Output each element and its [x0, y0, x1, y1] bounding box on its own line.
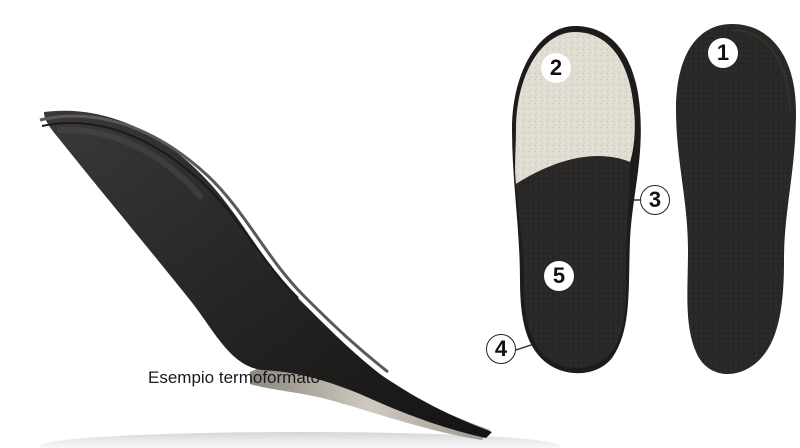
callout-1: 1	[708, 38, 738, 68]
insole-outline-right	[676, 24, 796, 374]
callout-3: 3	[640, 185, 670, 215]
leader-line-4	[516, 344, 534, 350]
top-view-insole-bottom	[676, 24, 796, 374]
callout-4: 4	[486, 334, 516, 364]
top-view-insole-layers	[512, 26, 641, 373]
insole-body	[44, 111, 492, 438]
side-view-insole	[40, 111, 492, 440]
callout-2: 2	[541, 53, 571, 83]
black-fabric-layer	[516, 156, 630, 368]
image-caption: Esempio termoformato	[148, 368, 320, 388]
callout-5: 5	[544, 261, 574, 291]
